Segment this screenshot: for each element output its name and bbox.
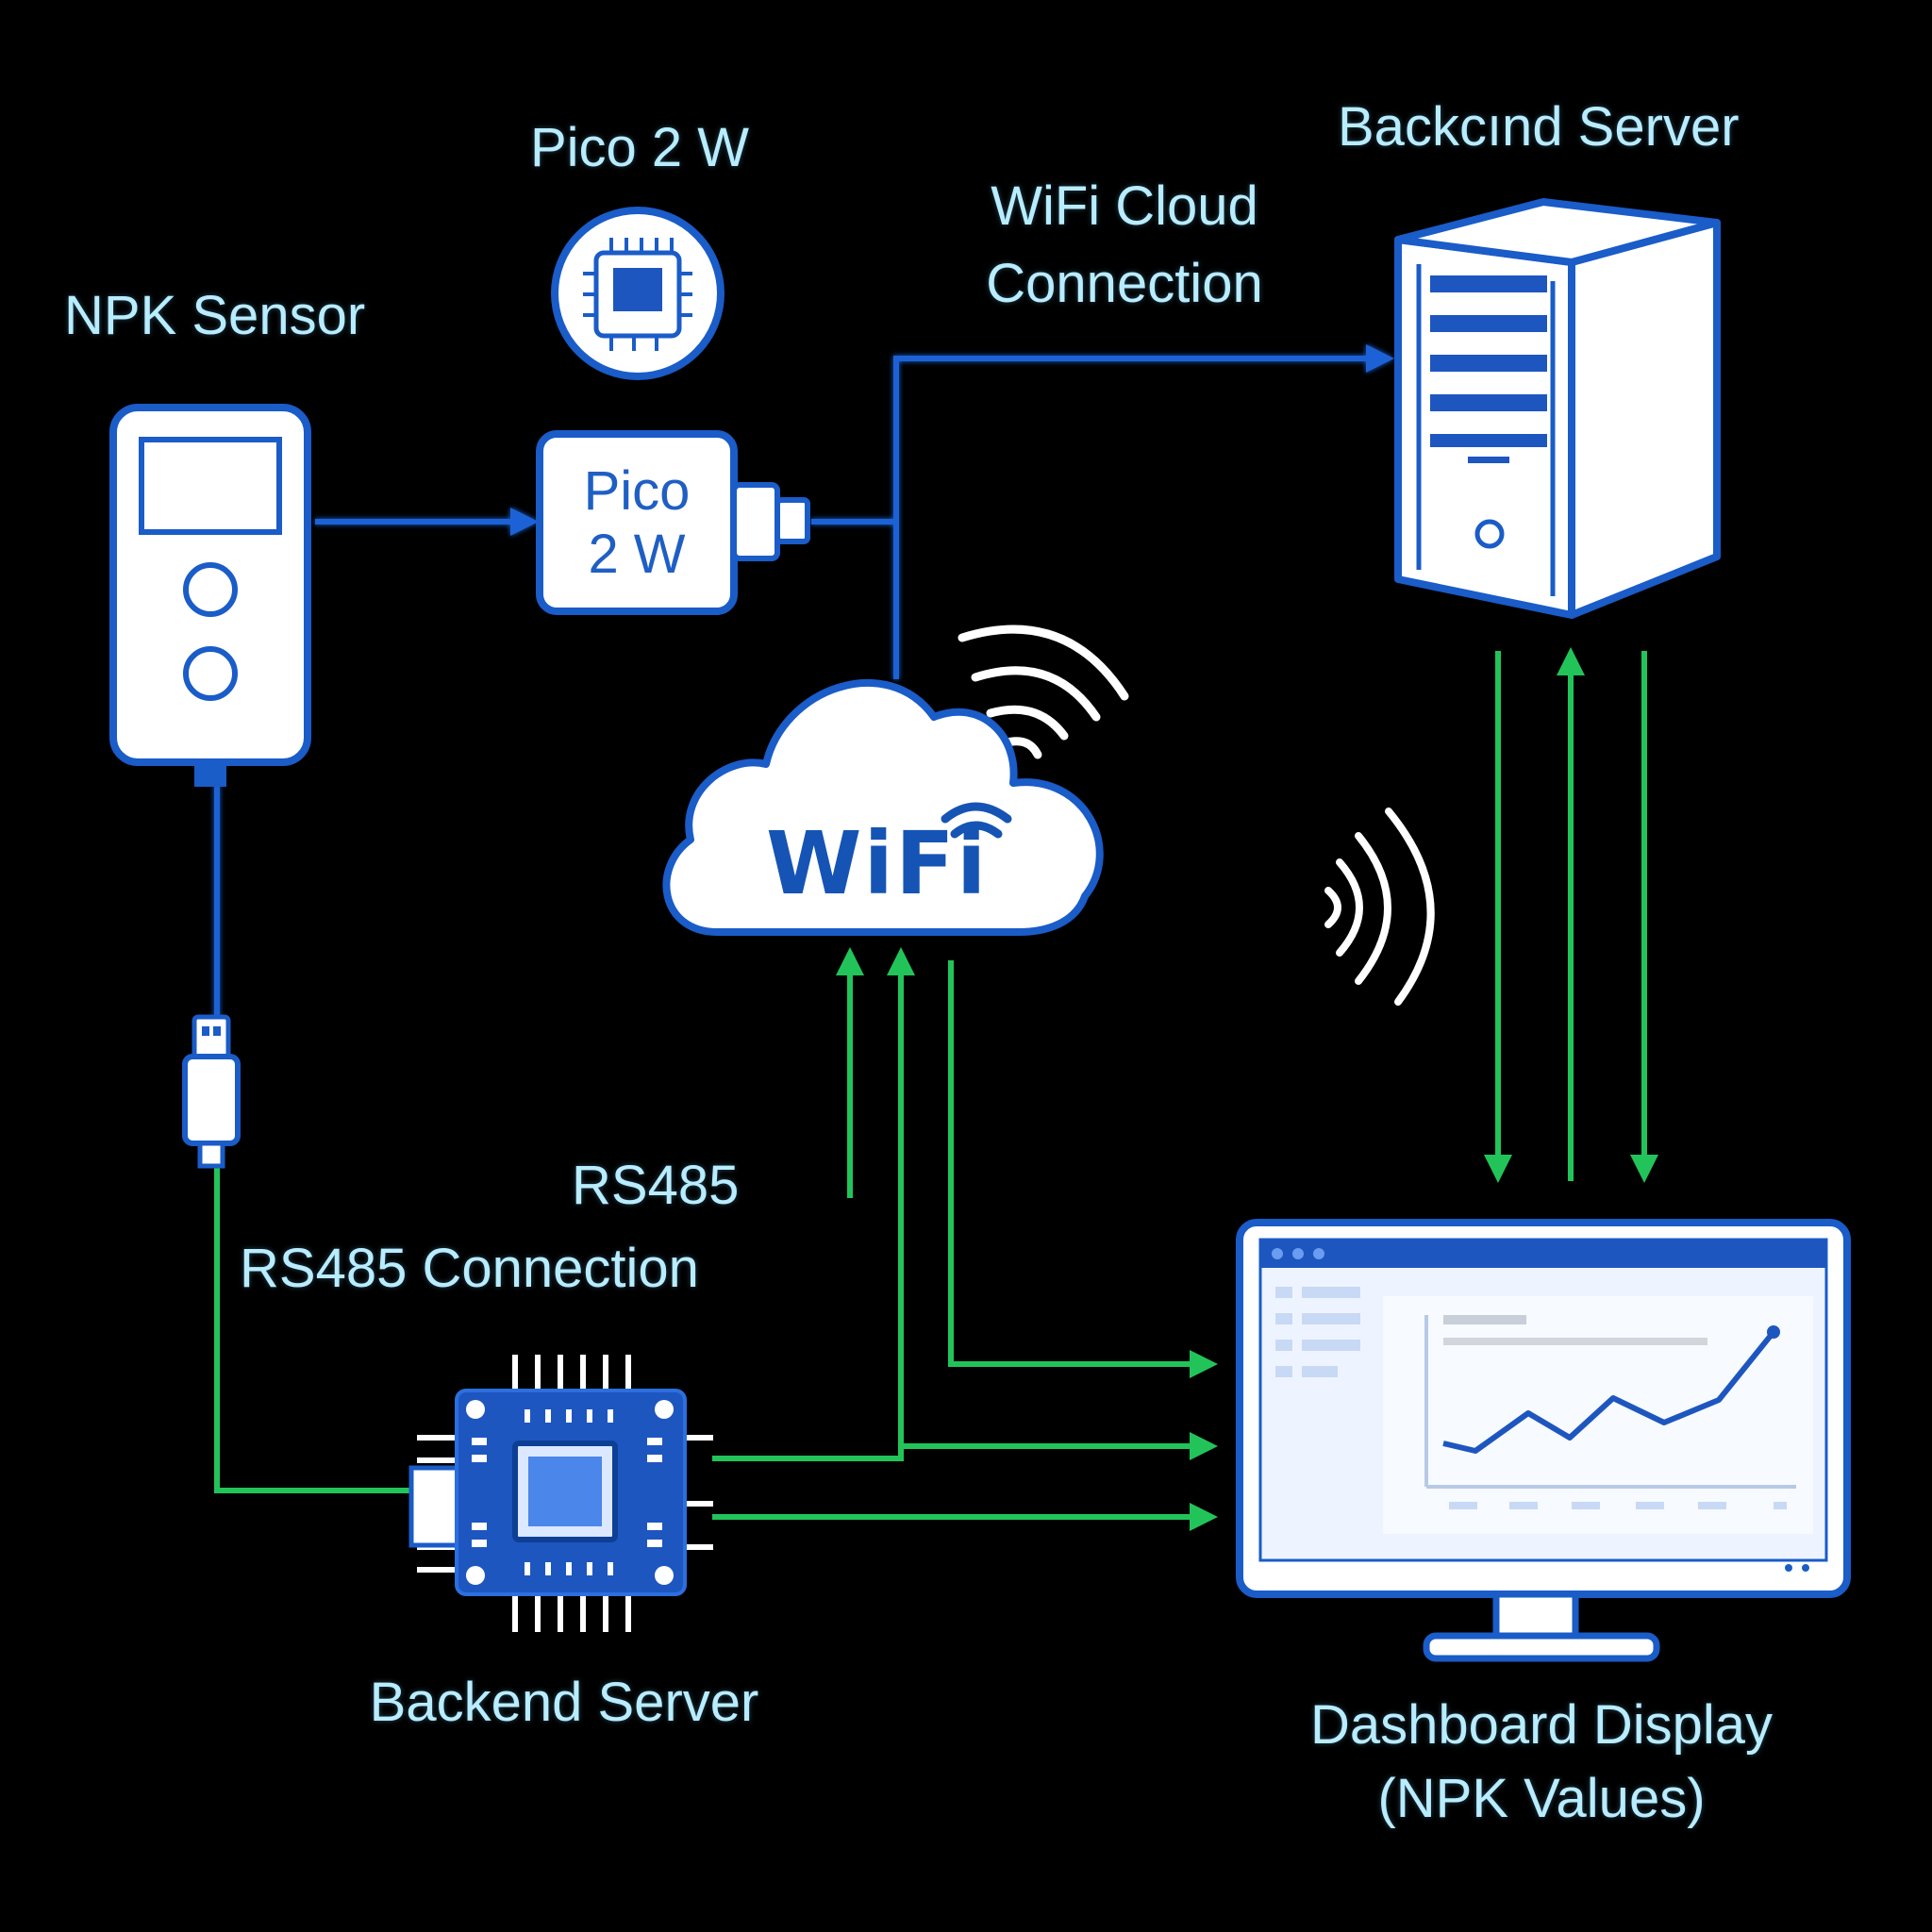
wifi-cloud-label-line2: Connection xyxy=(986,253,1263,314)
backend-server-top-label: Backcınd Server xyxy=(1338,96,1740,158)
cloud-to-dashboard-arrow xyxy=(948,960,1218,1378)
rs485-connection-label: RS485 Connection xyxy=(240,1238,699,1299)
pico-board-box xyxy=(536,430,810,615)
pico-title-label: Pico 2 W xyxy=(529,117,750,178)
wifi-cloud-icon xyxy=(662,678,1104,936)
dashboard-label-line2: (NPK Values) xyxy=(1377,1768,1706,1829)
server-tower-icon xyxy=(1394,198,1721,619)
line-chart-icon xyxy=(1442,1325,1780,1454)
blue-connections xyxy=(214,344,1394,1019)
wifi-cloud-label-line1: WiFi Cloud xyxy=(991,175,1258,237)
microcontroller-chip-icon xyxy=(408,1355,713,1632)
pico-box-line1: Pico xyxy=(583,460,691,522)
usb-to-chip-cable xyxy=(214,1166,411,1493)
green-connections xyxy=(214,647,1658,1531)
usb-connector-icon xyxy=(182,1014,241,1169)
cloud-wifi-text: WiFi xyxy=(766,813,989,914)
wireless-signal-icon xyxy=(1324,808,1435,1006)
rs485-label: RS485 xyxy=(572,1155,740,1216)
dashboard-monitor-icon xyxy=(1236,1219,1851,1662)
npk-sensor-label: NPK Sensor xyxy=(64,285,366,346)
dashboard-label-line1: Dashboard Display xyxy=(1309,1694,1774,1756)
pico-chip-icon xyxy=(551,207,724,380)
npk-sensor-device-icon xyxy=(109,404,311,787)
pico-box-line2: 2 W xyxy=(588,523,686,585)
chip-to-cloud-up-arrow xyxy=(712,947,915,1461)
pico-box-label: Pico 2 W xyxy=(540,460,734,586)
backend-server-bottom-label: Backend Server xyxy=(369,1672,759,1733)
